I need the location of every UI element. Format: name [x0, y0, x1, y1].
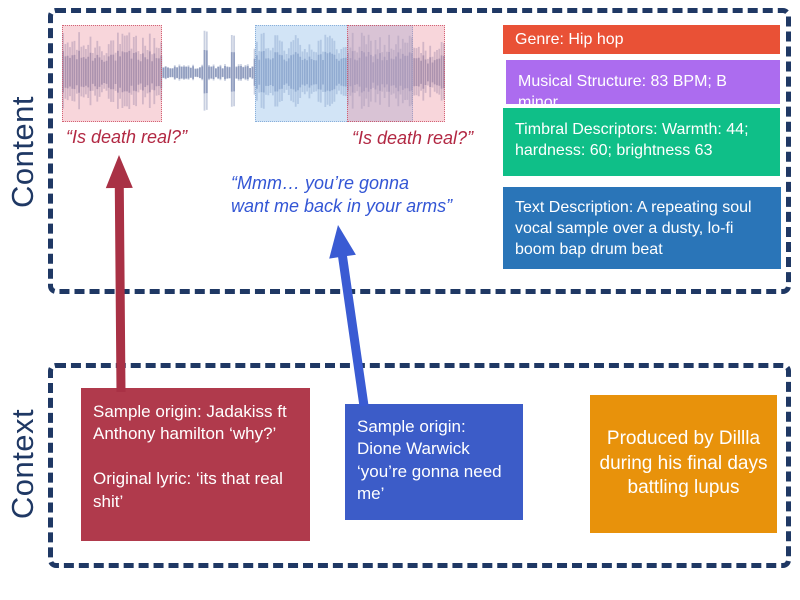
timbral-descriptors-box: Timbral Descriptors: Warmth: 44; hardnes… — [503, 108, 780, 176]
context-section — [48, 363, 791, 568]
lyric-annotation-is-death-real-2: “Is death real?” — [352, 128, 474, 148]
waveform — [62, 25, 445, 122]
content-section — [48, 8, 791, 294]
waveform-highlight-blue — [255, 25, 413, 122]
text-description-box: Text Description: A repeating soul vocal… — [503, 187, 781, 269]
sample-origin-jadakiss-box: Sample origin: Jadakiss ft Anthony hamil… — [81, 388, 310, 541]
produced-by-dilla-box: Produced by Dillla during his final days… — [590, 395, 777, 533]
waveform-highlight-red — [346, 25, 445, 122]
lyric-annotation-is-death-real-1: “Is death real?” — [66, 127, 188, 147]
content-label: Content — [5, 95, 40, 209]
genre-box: Genre: Hip hop — [503, 25, 780, 54]
musical-structure-box: Musical Structure: 83 BPM; B minor — [506, 60, 780, 111]
waveform-svg — [62, 30, 445, 111]
sample-origin-warwick-box: Sample origin: Dione Warwick ‘you’re gon… — [345, 404, 523, 520]
lyric-annotation-want-me-back: “Mmm… you’re gonna want me back in your … — [231, 173, 453, 217]
context-label: Context — [5, 408, 40, 520]
waveform-highlight-red — [62, 25, 162, 122]
